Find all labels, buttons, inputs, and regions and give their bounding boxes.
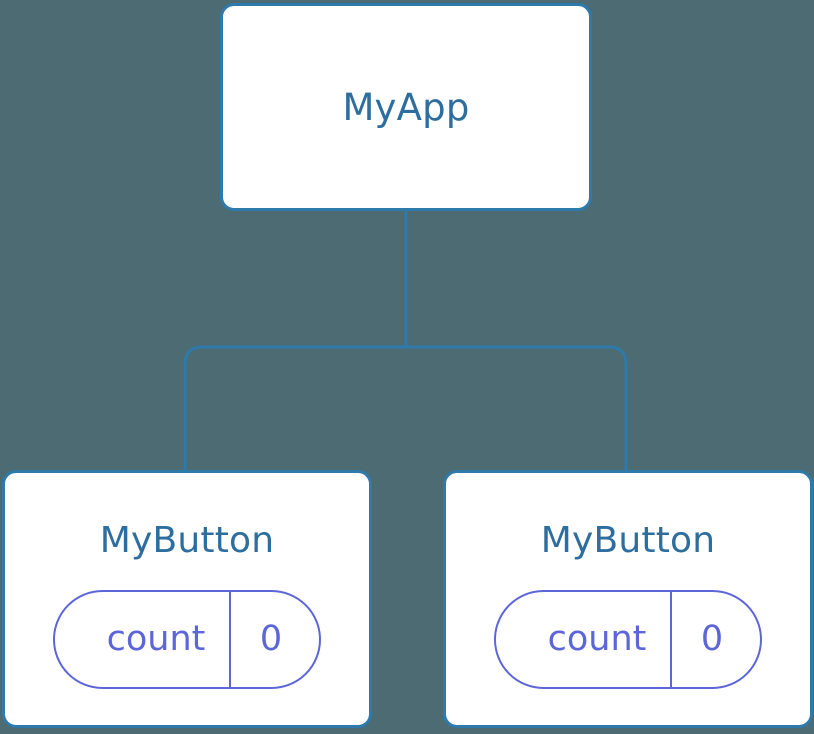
edge-root-to-child-right: [406, 345, 628, 471]
node-title: MyApp: [342, 85, 470, 129]
node-title: MyButton: [540, 520, 716, 561]
state-key: count: [496, 592, 672, 687]
node-myapp[interactable]: MyApp: [220, 3, 592, 211]
state-value: 0: [259, 619, 283, 659]
state-value: 0: [700, 619, 724, 659]
node-title: MyButton: [99, 520, 275, 561]
node-mybutton-2[interactable]: MyButton count 0: [443, 470, 813, 728]
state-pill[interactable]: count 0: [494, 590, 762, 689]
edge-root-to-child-left: [183, 345, 406, 471]
state-key: count: [55, 592, 231, 687]
state-pill[interactable]: count 0: [53, 590, 321, 689]
node-mybutton-1[interactable]: MyButton count 0: [2, 470, 372, 728]
